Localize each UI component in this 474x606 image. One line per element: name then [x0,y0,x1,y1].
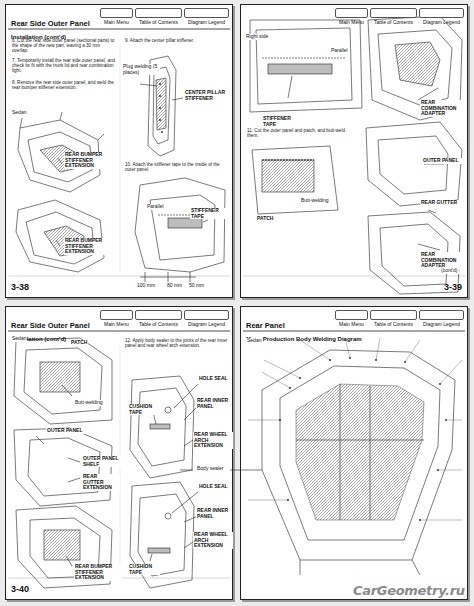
part-label: STIFFENER TAPE [262,116,304,127]
nav-button: Diagram Legend [184,310,229,320]
part-label: OUTER PANEL SHELF [82,456,122,467]
nav-button: Diagram Legend [419,8,464,18]
step-text: 9. Attach the center pillar stiffener. [124,38,230,43]
page-text: 3-40 [11,585,29,595]
step-text: 10. Attach the stiffener tape to the ins… [124,162,230,172]
button-label: Diagram Legend [188,321,225,327]
note-label: Sedan [11,110,27,116]
note-label: Butt-welding [300,198,330,204]
part-label: OUTER PANEL [46,428,92,434]
step-text: 7. Temporarily install the rear side out… [11,58,117,73]
note-label: Plug welding (5 places) [122,64,160,75]
step-text: 11. Cut the outer panel and patch, and b… [246,128,352,138]
part-label: REAR WHEEL ARCH EXTENSION [193,432,233,449]
nav-button: Diagram Legend [184,8,229,18]
button-label: Main Menu [104,19,129,25]
button-label: Table of Contents [374,321,413,327]
part-label: CENTER PILLAR STIFFENER [184,90,230,101]
note-label: Butt-welding [74,400,104,406]
part-label: STIFFENER TAPE [190,208,232,219]
page-title: Rear Panel [246,322,285,330]
step-text: 6. Cut the rear side outer panel (sectio… [11,38,117,53]
part-label: REAR COMBINATION ADAPTER [420,252,466,269]
nav-button: Table of Contents [135,310,182,320]
note-label: Parallel [330,48,349,54]
part-label: PATCH [70,340,88,346]
part-label: CUSHION TAPE [128,404,160,415]
note-label: 50 mm [188,283,205,289]
note-label: Right side [245,34,269,40]
part-label: REAR BUMPER STIFFENER EXTENSION [74,564,122,581]
step-text: 8. Remove the rear side outer panel, and… [11,80,117,90]
nav-button: Diagram Legend [419,310,464,320]
nav-button: Table of Contents [135,8,182,18]
part-label: HOLE SEAL [198,484,230,490]
note-label: Body sealer [196,466,224,472]
page-text: Mass Production Body Welding Diagram [246,336,362,343]
page-text: 3-38 [11,283,29,293]
manual-page: Rear PanelMass Production Body Welding D… [240,306,468,600]
nav-button: Table of Contents [370,310,417,320]
button-label: Diagram Legend [188,19,225,25]
button-label: Table of Contents [139,19,178,25]
button-label: Main Menu [339,321,364,327]
part-label: REAR GUTTER [420,200,462,206]
nav-button: Main Menu [335,8,368,18]
part-label: OUTER PANEL [422,158,464,164]
button-label: Diagram Legend [423,321,460,327]
part-label: REAR BUMPER STIFFENER EXTENSION [64,238,118,255]
note-label: 80 mm [166,283,183,289]
part-label: REAR COMBINATION ADAPTER [420,100,466,117]
page-title: Rear Side Outer Panel [11,20,90,28]
part-label: REAR INNER PANEL [196,508,230,519]
part-label: REAR WHEEL ARCH EXTENSION [193,532,233,549]
note-label: (cont'd) [440,268,459,274]
nav-button: Main Menu [100,310,133,320]
manual-page: Rear Side Outer PanelInstallation (cont'… [5,306,233,600]
page-title: Rear Side Outer Panel [11,322,90,330]
note-label: Sedan [11,336,27,342]
note-label: Parallel [146,204,165,210]
button-label: Main Menu [339,19,364,25]
page-title: 3-39 [444,283,462,293]
button-label: Main Menu [104,321,129,327]
nav-button: Main Menu [100,8,133,18]
note-label: 100 mm [136,283,156,289]
button-label: Table of Contents [139,321,178,327]
part-label: REAR INNER PANEL [196,398,230,409]
part-label: REAR GUTTER EXTENSION [82,474,120,491]
part-label: CUSHION TAPE [128,564,160,575]
part-label: HOLE SEAL [198,376,230,382]
part-label: REAR BUMPER STIFFENER EXTENSION [64,152,118,169]
nav-button: Table of Contents [370,8,417,18]
watermark: CarGeometry.ru [352,584,466,599]
part-label: PATCH [256,216,274,222]
button-label: Diagram Legend [423,19,460,25]
button-label: Table of Contents [374,19,413,25]
step-text: 12. Apply body sealer to the joints of t… [124,338,230,348]
nav-button: Main Menu [335,310,368,320]
note-label: Sedan [246,338,262,344]
